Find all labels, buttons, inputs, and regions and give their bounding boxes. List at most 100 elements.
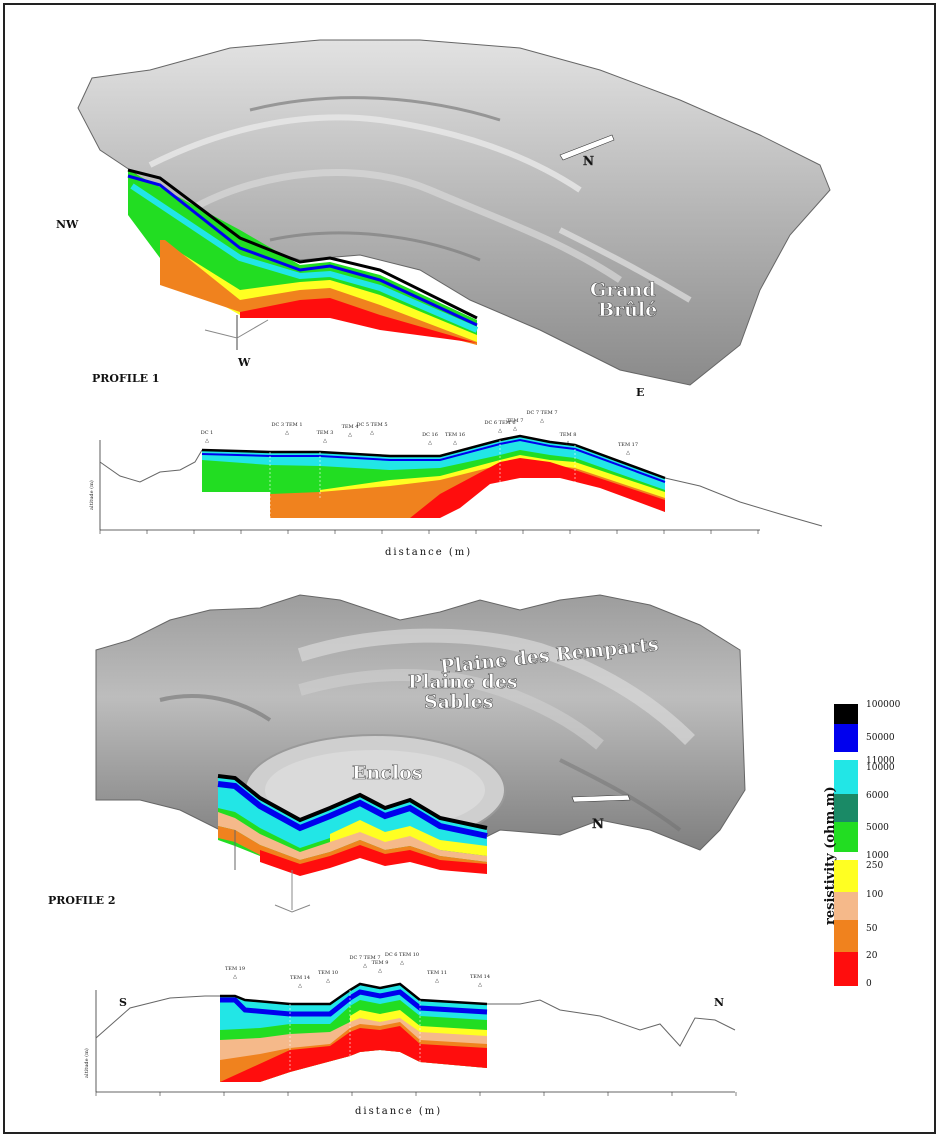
label-w: W [237, 356, 251, 369]
legend-label: 11000 [866, 756, 895, 766]
station-symbol: △ [566, 440, 570, 446]
legend-swatch-teal [834, 794, 858, 822]
legend-label: 50 [866, 924, 878, 934]
station-marker: TEM 8 △ [560, 432, 577, 446]
station-marker: DC 6 TEM 10 △ [385, 952, 419, 966]
profile-2-n: N [714, 996, 724, 1009]
station-symbol: △ [513, 426, 517, 432]
legend-title: resistivity (ohm.m) [823, 786, 838, 925]
label-plaine-sables: Plaine des [408, 671, 518, 693]
terrain-block-1 [77, 39, 831, 386]
station-symbol: △ [285, 430, 289, 436]
station-symbol: △ [435, 978, 439, 984]
station-label: DC 6 TEM 10 [385, 952, 419, 958]
station-label: TEM 7 [507, 418, 524, 424]
station-symbol: △ [498, 428, 502, 434]
station-symbol: △ [370, 430, 374, 436]
legend-label: 100000 [866, 700, 901, 710]
station-marker: TEM 16 △ [445, 432, 465, 446]
station-marker: DC 16 △ [422, 432, 438, 446]
station-marker: TEM 9△ [372, 960, 389, 974]
station-label: TEM 8 [560, 432, 577, 438]
legend-swatch-cyan [834, 760, 858, 794]
station-marker: TEM 7 △ [507, 418, 524, 432]
station-marker: TEM 10△ [318, 970, 338, 984]
profile-2-stations: TEM 19△TEM 14△TEM 10△DC 7 TEM 7△TEM 9△DC… [225, 952, 490, 989]
station-symbol: △ [478, 982, 482, 988]
station-label: TEM 9 [372, 960, 389, 966]
station-marker: DC 7 TEM 7 △ [526, 410, 557, 424]
station-marker: TEM 17 △ [618, 442, 638, 456]
label-grand-brule: Grand [590, 279, 656, 301]
station-label: TEM 10 [318, 970, 338, 976]
station-label: DC 1 [201, 430, 214, 436]
station-label: DC 7 TEM 7 [349, 955, 380, 961]
station-label: TEM 16 [445, 432, 465, 438]
label-grand-brule-2: Brûlé [598, 299, 657, 321]
legend-swatch-red [834, 952, 858, 986]
legend-labels: 1000005000010000110006000500010002501005… [866, 700, 901, 989]
station-label: DC 3 TEM 1 [271, 422, 302, 428]
resistivity-legend [834, 704, 858, 986]
station-symbol: △ [348, 432, 352, 438]
station-label: TEM 4 [342, 424, 359, 430]
profile-2-title: PROFILE 2 [48, 894, 116, 907]
station-symbol: △ [428, 440, 432, 446]
station-label: TEM 17 [618, 442, 638, 448]
station-symbol: △ [626, 450, 630, 456]
legend-swatch-green [834, 822, 858, 852]
station-symbol: △ [363, 963, 367, 969]
legend-swatch-orange [834, 920, 858, 952]
station-symbol: △ [205, 438, 209, 444]
label-enclos: Enclos [352, 762, 422, 784]
station-marker: DC 5 TEM 5 △ [356, 422, 387, 436]
profile-1-ylabel: altitude (m) [88, 480, 95, 510]
station-label: TEM 11 [427, 970, 447, 976]
profile-2-ticks [95, 1092, 737, 1096]
station-label: TEM 19 [225, 966, 245, 972]
station-marker: DC 7 TEM 7 △ [349, 955, 380, 969]
station-marker: TEM 11 △ [427, 970, 447, 984]
station-marker: TEM 3 △ [317, 430, 334, 444]
legend-swatch-yellow [834, 860, 858, 892]
legend-swatch-black [834, 704, 858, 724]
station-label: DC 5 TEM 5 [356, 422, 387, 428]
station-marker: TEM 14 △ [290, 975, 310, 989]
resistivity-section-block-2 [217, 774, 488, 913]
station-marker: TEM 4 △ [342, 424, 359, 438]
profile-2-xlabel: distance (m) [355, 1106, 442, 1117]
station-marker: DC 3 TEM 1 △ [271, 422, 302, 436]
north-label-2: N [592, 817, 604, 832]
station-symbol: △ [298, 983, 302, 989]
station-label: DC 7 TEM 7 [526, 410, 557, 416]
legend-swatch-peach [834, 892, 858, 920]
legend-label: 0 [866, 979, 872, 989]
profile-1-xlabel: distance (m) [385, 547, 472, 558]
legend-label: 5000 [866, 823, 889, 833]
station-label: DC 16 [422, 432, 438, 438]
station-label: TEM 3 [317, 430, 334, 436]
station-symbol: △ [540, 418, 544, 424]
station-marker: TEM 14 △ [470, 974, 490, 988]
profile-1-section [99, 434, 823, 531]
legend-label: 250 [866, 861, 883, 871]
profile-2-s: S [119, 996, 127, 1009]
resistivity-section-block-1 [127, 168, 479, 350]
station-marker: DC 6 TEM 6△ [484, 420, 515, 434]
north-arrow-1: N [559, 134, 615, 168]
label-plaine-sables-2: Sables [424, 691, 493, 713]
station-marker: DC 1 △ [201, 430, 214, 444]
station-label: TEM 14 [470, 974, 490, 980]
label-nw: NW [56, 218, 79, 231]
station-label: TEM 14 [290, 975, 310, 981]
legend-label: 6000 [866, 791, 889, 801]
legend-label: 1000 [866, 851, 889, 861]
station-symbol: △ [453, 440, 457, 446]
station-symbol: △ [323, 438, 327, 444]
station-label: DC 6 TEM 6 [484, 420, 515, 426]
profile-2-ylabel: altitude (m) [83, 1048, 90, 1078]
label-e: E [636, 386, 644, 399]
station-symbol: △ [400, 960, 404, 966]
legend-label: 10000 [866, 763, 895, 773]
